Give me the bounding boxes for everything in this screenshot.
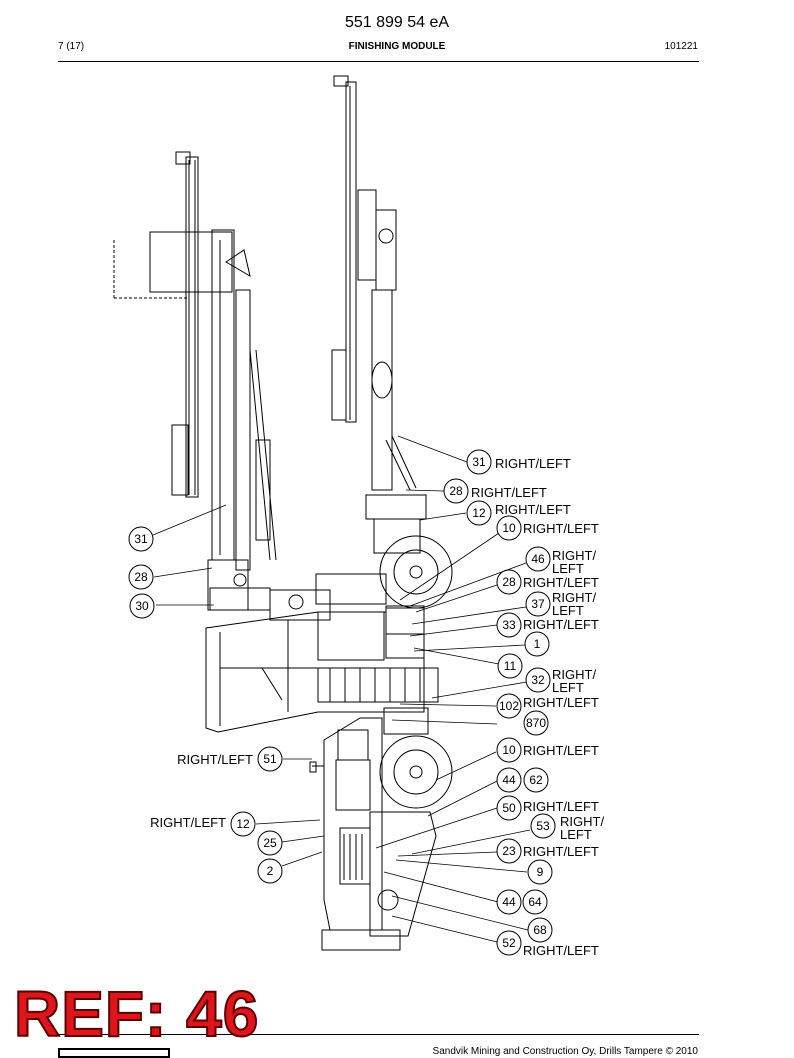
callout-label-line1: RIGHT/ — [552, 667, 596, 682]
right-boom-drawing — [331, 75, 427, 554]
callout-label-line1: RIGHT/ — [552, 548, 596, 563]
callout-52: 52 RIGHT/LEFT — [496, 930, 599, 958]
callout-label: RIGHT/LEFT — [495, 502, 571, 517]
leader-lines — [152, 435, 531, 944]
callout-label: RIGHT/LEFT — [523, 799, 599, 814]
callout-12-left: 12 RIGHT/LEFT — [150, 811, 256, 837]
callout-12-right: 12 RIGHT/LEFT — [466, 500, 571, 526]
date-code: 101221 — [664, 41, 698, 52]
callout-number: 10 — [502, 743, 516, 757]
callout-number: 68 — [533, 923, 547, 937]
callout-label-line2: LEFT — [552, 561, 584, 576]
callout-number: 102 — [499, 699, 519, 713]
callout-number: 50 — [502, 801, 516, 815]
callout-number: 11 — [504, 659, 517, 673]
callout-number: 28 — [134, 570, 148, 584]
callout-number: 12 — [472, 506, 486, 520]
carrier-chassis-drawing — [205, 535, 453, 951]
callout-number: 44 — [502, 895, 516, 909]
callout-28-right: 28 RIGHT/LEFT — [443, 478, 547, 504]
callout-number: 37 — [531, 597, 545, 611]
callout-50: 50 RIGHT/LEFT — [496, 795, 599, 821]
callout-label-line2: LEFT — [552, 680, 584, 695]
callout-number: 28 — [502, 575, 516, 589]
callout-label-line2: LEFT — [552, 603, 584, 618]
callout-number: 53 — [536, 819, 550, 833]
callout-label-line1: RIGHT/ — [560, 814, 604, 829]
callout-label: RIGHT/LEFT — [150, 815, 226, 830]
callout-10-lower: 10 RIGHT/LEFT — [496, 737, 599, 763]
callout-number-2: 62 — [529, 773, 543, 787]
callout-number: 51 — [263, 752, 277, 766]
document-number: 551 899 54 eA — [344, 14, 450, 31]
callout-870: 870 — [523, 710, 549, 736]
footer-copyright: Sandvik Mining and Construction Oy, Dril… — [432, 1046, 698, 1057]
callout-label: RIGHT/LEFT — [523, 695, 599, 710]
callout-102: 102 RIGHT/LEFT — [496, 693, 599, 719]
callout-label: RIGHT/LEFT — [495, 456, 571, 471]
callout-number: 23 — [502, 844, 516, 858]
callout-2: 2 — [257, 858, 283, 884]
callout-number-2: 64 — [528, 895, 542, 909]
callout-44-64: 44 64 — [496, 889, 548, 915]
callout-53: 53 RIGHT/ LEFT — [530, 813, 604, 842]
callout-label: RIGHT/LEFT — [523, 844, 599, 859]
callout-label-line1: RIGHT/ — [552, 590, 596, 605]
callout-number: 46 — [531, 552, 545, 566]
callout-11: 11 — [497, 653, 523, 679]
callout-28-middle: 28 RIGHT/LEFT — [496, 569, 599, 595]
callout-label: RIGHT/LEFT — [523, 575, 599, 590]
callout-68: 68 — [527, 917, 553, 943]
callout-label: RIGHT/LEFT — [523, 521, 599, 536]
callout-number: 31 — [472, 455, 486, 469]
callout-51: 51 RIGHT/LEFT — [177, 746, 283, 772]
callout-label: RIGHT/LEFT — [471, 485, 547, 500]
callout-label: RIGHT/LEFT — [523, 943, 599, 958]
callout-9: 9 — [527, 859, 553, 885]
left-boom-drawing — [113, 151, 277, 611]
callout-label: RIGHT/LEFT — [523, 617, 599, 632]
callout-46: 46 RIGHT/ LEFT — [525, 546, 596, 576]
callout-number: 9 — [537, 865, 544, 879]
callout-number: 52 — [502, 936, 516, 950]
ref-watermark: REF: 46 — [13, 978, 260, 1050]
callout-31-right: 31 RIGHT/LEFT — [466, 449, 571, 475]
callout-label: RIGHT/LEFT — [177, 752, 253, 767]
callout-label: RIGHT/LEFT — [523, 743, 599, 758]
callout-number: 10 — [502, 521, 516, 535]
footer-rule — [58, 1034, 699, 1035]
callout-number: 28 — [449, 484, 463, 498]
callout-number: 25 — [263, 836, 277, 850]
callout-number: 1 — [534, 637, 541, 651]
callout-1: 1 — [524, 631, 550, 657]
callout-25: 25 — [257, 830, 283, 856]
header-rule — [58, 61, 699, 62]
callout-28-left: 28 — [128, 564, 154, 590]
callout-10-upper: 10 RIGHT/LEFT — [496, 515, 599, 541]
callout-30: 30 — [129, 593, 155, 619]
callout-number: 2 — [267, 864, 274, 878]
callout-number: 32 — [531, 673, 545, 687]
callout-31-left: 31 — [128, 526, 154, 552]
page-title: FINISHING MODULE — [348, 41, 446, 52]
callout-number: 30 — [135, 599, 149, 613]
callout-number: 31 — [134, 532, 148, 546]
page-indicator: 7 (17) — [58, 41, 85, 52]
callout-44-62: 44 62 — [496, 767, 549, 793]
callout-number: 44 — [502, 773, 516, 787]
callout-32: 32 RIGHT/ LEFT — [525, 667, 596, 695]
callout-number: 12 — [236, 817, 250, 831]
callout-33: 33 RIGHT/LEFT — [496, 612, 599, 638]
callout-number: 33 — [502, 618, 516, 632]
callout-23: 23 RIGHT/LEFT — [496, 838, 599, 864]
callout-37: 37 RIGHT/ LEFT — [525, 590, 596, 618]
callout-number: 870 — [526, 716, 546, 730]
callout-label-line2: LEFT — [560, 827, 592, 842]
